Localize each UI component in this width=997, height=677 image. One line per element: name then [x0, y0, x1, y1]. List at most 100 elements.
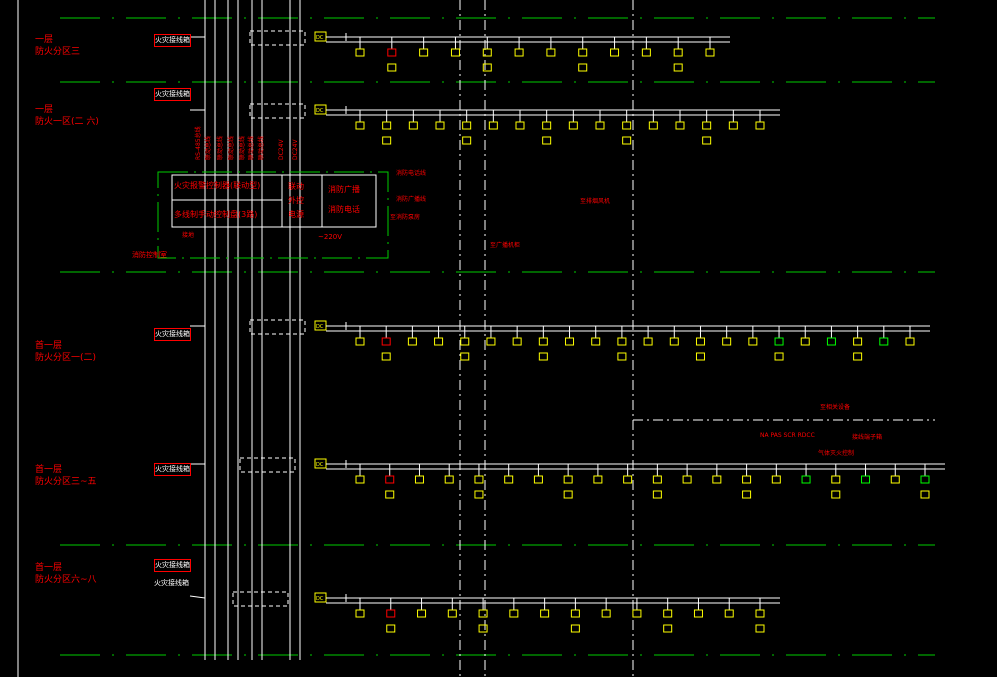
detector-device: [385, 475, 395, 484]
module-device: [570, 624, 580, 633]
detector-device: [482, 48, 492, 57]
module-device: [673, 63, 683, 72]
detector-device: [515, 121, 525, 130]
detector-device: [920, 475, 930, 484]
module-device: [622, 136, 632, 145]
detector-device: [905, 337, 915, 346]
detector-device: [712, 475, 722, 484]
detector-device: [663, 609, 673, 618]
bus-label: RS-485总线: [194, 126, 202, 160]
detector-device: [514, 48, 524, 57]
module-device: [755, 624, 765, 633]
bus-label: 联动总线: [257, 136, 265, 160]
feeder-line: [189, 595, 206, 599]
detector-device: [355, 609, 365, 618]
detector-device: [434, 337, 444, 346]
detector-device: [355, 475, 365, 484]
module-device: [387, 63, 397, 72]
detector-device: [643, 337, 653, 346]
bus-label: 联动总线: [238, 136, 246, 160]
detector-device: [408, 121, 418, 130]
module-device: [478, 624, 488, 633]
module-device: [831, 490, 841, 499]
detector-device: [669, 337, 679, 346]
detector-device: [632, 609, 642, 618]
module-device: [386, 624, 396, 633]
detector-device: [509, 609, 519, 618]
detector-device: [755, 609, 765, 618]
detector-device: [450, 48, 460, 57]
detector-device: [673, 48, 683, 57]
module-device: [702, 136, 712, 145]
detector-device: [419, 48, 429, 57]
bus-label: DC24V: [292, 139, 299, 160]
bus-label: 联动总线: [204, 136, 212, 160]
detector-device: [474, 475, 484, 484]
module-device: [774, 352, 784, 361]
detector-device: [728, 121, 738, 130]
detector-device: [675, 121, 685, 130]
dc-module-label: DC: [316, 108, 324, 114]
dc-module-label: DC: [316, 35, 324, 41]
detector-device: [610, 48, 620, 57]
detector-device: [533, 475, 543, 484]
detector-device: [355, 337, 365, 346]
module-device: [853, 352, 863, 361]
module-device: [663, 624, 673, 633]
detector-device: [387, 48, 397, 57]
detector-device: [755, 121, 765, 130]
module-device: [695, 352, 705, 361]
detector-device: [601, 609, 611, 618]
control-room-boundary: [157, 171, 389, 259]
bus-label: 联动总线: [247, 136, 255, 160]
detector-device: [879, 337, 889, 346]
module-device: [920, 490, 930, 499]
detector-device: [742, 475, 752, 484]
detector-device: [355, 121, 365, 130]
loop-isolator-box: [232, 591, 289, 607]
detector-device: [578, 48, 588, 57]
module-device: [382, 136, 392, 145]
detector-device: [617, 337, 627, 346]
dc-module-label: DC: [316, 324, 324, 330]
detector-device: [831, 475, 841, 484]
bus-label: 联动总线: [227, 136, 235, 160]
detector-device: [504, 475, 514, 484]
module-device: [538, 352, 548, 361]
detector-device: [563, 475, 573, 484]
loop-isolator-box: [249, 103, 306, 119]
detector-device: [801, 475, 811, 484]
detector-device: [800, 337, 810, 346]
bus-label: DC24V: [278, 139, 285, 160]
module-device: [742, 490, 752, 499]
detector-device: [488, 121, 498, 130]
detector-device: [444, 475, 454, 484]
detector-device: [447, 609, 457, 618]
detector-device: [540, 609, 550, 618]
detector-device: [355, 48, 365, 57]
detector-device: [512, 337, 522, 346]
module-device: [652, 490, 662, 499]
detector-device: [407, 337, 417, 346]
module-device: [381, 352, 391, 361]
detector-device: [538, 337, 548, 346]
module-device: [385, 490, 395, 499]
dc-module-label: DC: [316, 462, 324, 468]
detector-device: [546, 48, 556, 57]
loop-isolator-box: [249, 319, 306, 335]
detector-device: [648, 121, 658, 130]
detector-device: [414, 475, 424, 484]
detector-device: [381, 337, 391, 346]
module-device: [542, 136, 552, 145]
detector-device: [748, 337, 758, 346]
detector-device: [542, 121, 552, 130]
detector-device: [478, 609, 488, 618]
detector-device: [435, 121, 445, 130]
bus-label: 联动总线: [216, 136, 224, 160]
module-device: [578, 63, 588, 72]
module-device: [563, 490, 573, 499]
detector-device: [771, 475, 781, 484]
detector-device: [722, 337, 732, 346]
detector-device: [693, 609, 703, 618]
